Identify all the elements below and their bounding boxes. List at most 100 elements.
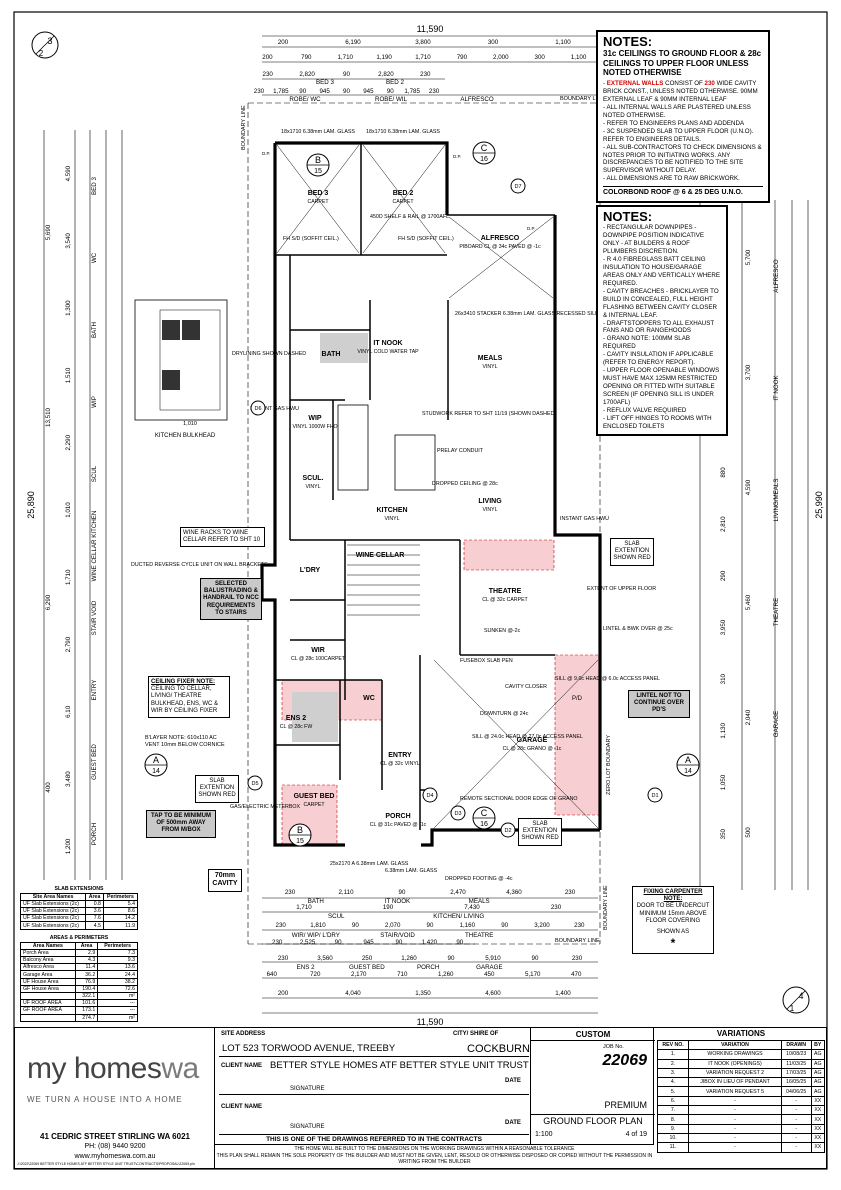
section-c-top-letter: C [481, 143, 488, 153]
room-name: ENS 2 [286, 715, 306, 722]
table-cell: WORKING DRAWINGS [688, 1049, 782, 1060]
bottom-dim-row3: 1,160 [460, 922, 476, 929]
table-cell: - [780, 1105, 812, 1116]
sunken-note: SUNKEN @-2c [484, 628, 521, 634]
top-dim-row1: 300 [488, 39, 499, 46]
window-bed3-note: 18x1710 6.38mm LAM. GLASS [281, 129, 355, 135]
bottom-dim-row6: 1,260 [438, 971, 454, 978]
left-outer-dim: 6,290 [45, 594, 52, 610]
bottom-dim-row1: 90 [399, 889, 406, 896]
table-cell: 2.9 [74, 948, 99, 958]
room-detail: VINYL [483, 507, 498, 513]
sill-note: SILL @ 9.0c HEAD @ 6.0c ACCESS PANEL [555, 676, 660, 682]
bottom-dim-row4: 945 [363, 939, 374, 946]
table-header-cell: Area [74, 941, 99, 950]
bottom-dim-row5: 1,260 [401, 955, 417, 962]
table-cell: --- [97, 999, 138, 1008]
left-outer-dim: 400 [45, 782, 52, 793]
city-label: CITY/ SHIRE OF [453, 1031, 499, 1037]
section-b-bottom-number: 15 [296, 838, 304, 845]
table-cell: - [688, 1142, 782, 1153]
date-label-1: DATE [505, 1078, 521, 1084]
right-detail-dim: 290 [720, 570, 727, 581]
table-cell: --- [97, 1006, 138, 1015]
table-cell: 13.6 [97, 963, 138, 972]
bottom-dim-row6: 2,170 [351, 971, 367, 978]
left-detail-dim: 1,300 [65, 300, 72, 316]
right-outer-dim: 3,700 [745, 364, 752, 380]
note-item: ALL DIMENSIONS ARE TO RAW BRICKWORK. [603, 175, 763, 183]
room-name: IT NOOK [373, 340, 402, 347]
builder-footer-1: THE HOME WILL BE BUILT TO THE DIMENSIONS… [294, 1146, 575, 1152]
variations-title: VARIATIONS [716, 1029, 766, 1038]
sheet-ref-top-left-divider [35, 35, 55, 55]
date-label-2: DATE [505, 1120, 521, 1126]
fixing-shown-as: SHOWN AS [656, 928, 690, 935]
bottom-room-row3: WIR/ WIP/ L'DRY [292, 932, 340, 939]
table-cell: Porch Area [20, 948, 76, 958]
table-cell: 8. [656, 1114, 690, 1125]
downturn-note: DOWNTURN @ 24c [480, 711, 529, 717]
bottom-dim-row5: 90 [448, 955, 455, 962]
company-website: www.myhomeswa.com.au [74, 1153, 156, 1160]
room-detail: VINYL 1000W FHO [292, 424, 337, 430]
right-dimensions [699, 200, 809, 890]
right-outer-dim: 500 [745, 827, 752, 838]
table-cell: 9.3 [97, 956, 138, 965]
right-detail-dim: 3,950 [720, 619, 727, 635]
variation-row: 6.--XX [656, 1095, 826, 1107]
kitchen-bulkhead-detail: KITCHEN BULKHEAD 1,010 [134, 299, 228, 439]
sheet-ref-bottom-right-sheet: 1 [790, 1004, 795, 1013]
boundary-bottom-label: BOUNDARY LINE [555, 938, 600, 944]
boundary-right-label: BOUNDARY LINE [603, 885, 609, 930]
bottom-dim-row7: 4,600 [485, 990, 501, 997]
top-room-row4: ALFRESCO [460, 96, 494, 103]
table-cell: 72.6 [97, 984, 138, 994]
table-cell: 2. [656, 1058, 690, 1069]
note-item: REFER TO ENGINEERS PLANS AND ADDENDA [603, 120, 763, 128]
bottom-dim-row1: 4,360 [506, 889, 522, 896]
access-panel-note: SILL @ 24.0c HEAD @ 27.0c ACCESS PANEL [472, 734, 583, 740]
site-address: LOT 523 TORWOOD AVENUE, TREEBY [222, 1043, 396, 1054]
bottom-dim-row6: 710 [397, 971, 408, 978]
table-cell: 11.4 [74, 963, 99, 972]
bottom-dim-row3: 230 [276, 922, 287, 929]
left-detail-dim: 1,710 [65, 569, 72, 585]
bottom-dim-row5: 230 [572, 955, 583, 962]
logo-panel: my homeswa WE TURN A HOUSE INTO A HOME 4… [15, 1028, 215, 1168]
right-room-label: IT NOOK [773, 374, 780, 400]
table-cell: 8.6 [102, 907, 139, 916]
table-cell: XX [810, 1105, 826, 1116]
sheet-ref-top-left-num: 3 [47, 36, 52, 46]
window-porch-note: 6.38mm LAM. GLASS [385, 868, 438, 874]
bottom-dim-row5: 3,560 [317, 955, 333, 962]
detail-tag [247, 775, 263, 791]
bottom-room-row2: SCUL [328, 913, 345, 920]
left-outer-dim: 5,690 [45, 224, 52, 240]
stairs [347, 544, 420, 616]
room-detail: CARPET [392, 199, 414, 205]
bottom-dim-row5: 250 [362, 955, 373, 962]
table-header-cell: REV NO. [656, 1039, 690, 1051]
city: COCKBURN [467, 1043, 530, 1055]
bottom-dim-row4: 90 [456, 939, 463, 946]
detail-tag-label: D3 [454, 811, 461, 817]
note-item: CAVITY INSULATION IF APPLICABLE (REFER T… [603, 351, 721, 367]
bottom-dim-row6: 640 [267, 971, 278, 978]
slab-extension-note-1: SLAB EXTENTION SHOWN RED [610, 538, 654, 566]
room-name: BED 2 [393, 190, 414, 197]
detail-tag [647, 787, 663, 803]
bottom-room-row5: GARAGE [476, 964, 502, 971]
right-outer-dim: 4,590 [745, 479, 752, 495]
bottom-dim-row4: 2,525 [300, 939, 316, 946]
bottom-dim-row3: 90 [352, 922, 359, 929]
